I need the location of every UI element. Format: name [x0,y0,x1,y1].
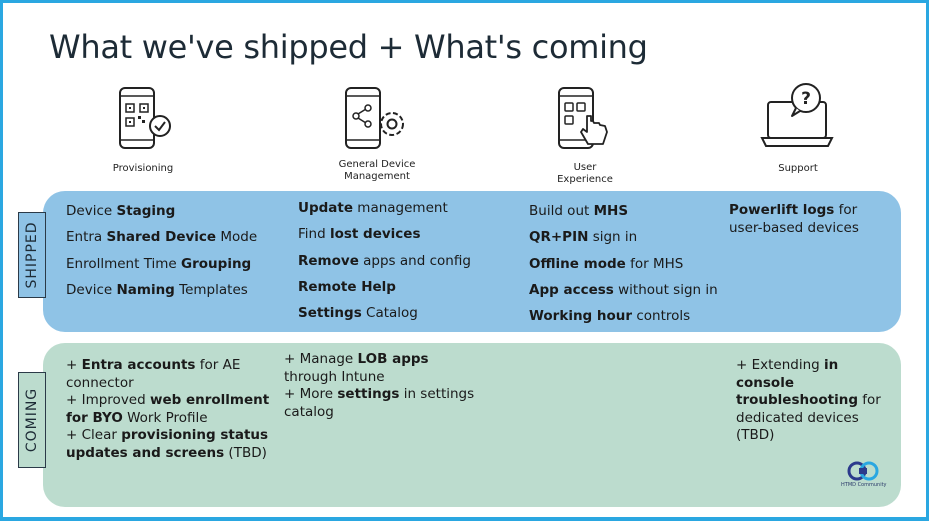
qr-phone-check-icon [119,87,171,149]
logo-text: HTMD Community [841,482,887,488]
coming-label-text: COMING [24,387,40,453]
coming-provisioning-list: + Entra accounts for AE connector + Impr… [66,357,269,462]
frame-left-border [0,0,3,521]
column-label-provisioning: Provisioning [112,163,174,174]
list-item-continued: through Intune [284,368,385,385]
list-item: Powerlift logs for [729,202,858,218]
list-item: Settings Catalog [298,305,418,322]
list-item: Offline mode for MHS [529,255,684,272]
shipped-support-list: Powerlift logs for user-based devices [729,201,859,237]
list-item: Find lost devices [298,226,421,243]
list-item: QR+PIN sign in [529,229,638,246]
frame-right-border [926,0,929,521]
list-item-continued: catalog [284,403,334,420]
list-item: + Entra accounts for AE [66,357,241,373]
shipped-side-label: SHIPPED [18,212,46,298]
list-item-continued: console [736,374,794,391]
column-label-support: Support [778,163,818,174]
frame-top-border [0,0,929,3]
list-item: Update management [298,200,448,216]
list-item: Enrollment Time Grouping [66,255,252,272]
list-item-continued: updates and screens (TBD) [66,444,267,461]
list-item: + Improved web enrollment [66,392,270,408]
list-item: Entra Shared Device Mode [66,229,258,246]
coming-support-list: + Extending in console troubleshooting f… [736,357,881,445]
column-label-device-management: General Device Management [312,159,442,183]
slide-title: What we've shipped + What's coming [49,28,648,66]
list-item: + Clear provisioning status [66,427,269,443]
svg-text:?: ? [801,89,811,109]
list-item: App access without sign in [529,281,718,298]
shipped-label-text: SHIPPED [24,221,40,289]
column-label-user-experience: User Experience [520,162,650,186]
coming-side-label: COMING [18,372,46,468]
list-item: Remove apps and config [298,252,471,269]
shipped-user-experience-list: Build out MHS QR+PIN sign in Offline mod… [529,198,718,329]
shipped-provisioning-list: Device Staging Entra Shared Device Mode … [66,198,257,303]
htmd-community-logo-icon [847,461,879,481]
column-label-line: General Device [338,159,416,170]
list-item: Working hour controls [529,308,691,325]
list-item: + Manage LOB apps [284,351,429,367]
list-item: Remote Help [298,278,396,295]
list-item-continued: troubleshooting for [736,392,881,408]
laptop-question-icon: ? [760,83,834,147]
frame-bottom-border [0,517,929,521]
column-label-line: Management [344,171,410,182]
column-label-line: Experience [557,174,613,185]
coming-band [43,343,901,507]
list-item: Build out MHS [529,203,629,219]
list-item: Device Naming Templates [66,281,248,298]
list-item: + Extending in [736,357,839,373]
coming-device-management-list: + Manage LOB apps through Intune + More … [284,351,474,421]
phone-gear-icon [345,87,404,149]
list-item: + More settings in settings [284,386,475,402]
list-item-continued: for BYO Work Profile [66,409,208,426]
column-label-line: User [573,162,597,173]
list-item-continued: dedicated devices [736,409,859,426]
list-item: Device Staging [66,203,176,219]
list-item-continued: user-based devices [729,220,859,236]
shipped-band [43,191,901,332]
list-item-continued: (TBD) [736,427,775,443]
list-item-continued: connector [66,374,134,391]
phone-tap-icon [558,87,608,149]
shipped-device-management-list: Update management Find lost devices Remo… [298,195,471,326]
